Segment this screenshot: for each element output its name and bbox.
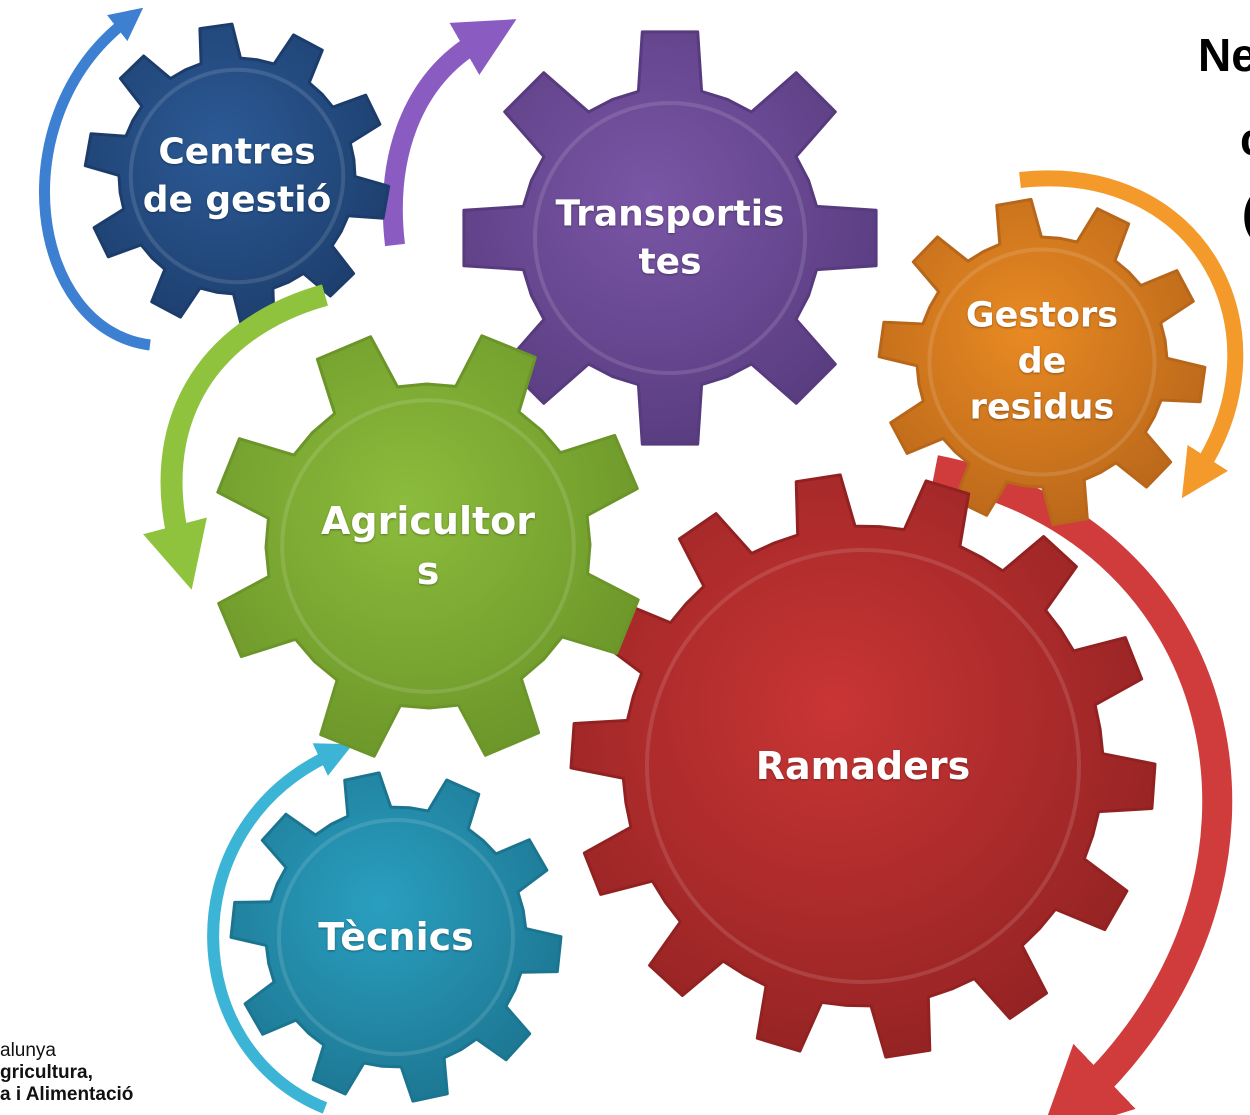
gear-centres-highlight bbox=[128, 67, 346, 285]
cyan-arrow bbox=[207, 743, 353, 1114]
green-arrow bbox=[143, 284, 328, 590]
logo-line-1: alunya bbox=[0, 1040, 56, 1061]
gear-transport bbox=[462, 30, 878, 446]
purple-arrow bbox=[382, 19, 517, 247]
gear-agric bbox=[216, 334, 640, 758]
logo-line-2: gricultura, bbox=[0, 1062, 93, 1083]
gear-agric-highlight bbox=[280, 398, 576, 694]
gear-gestors-highlight bbox=[927, 247, 1157, 477]
logo-text: alunya gricultura, a i Alimentació bbox=[0, 1040, 133, 1106]
gear-tecnics-highlight bbox=[277, 818, 515, 1056]
gear-ramaders bbox=[569, 473, 1157, 1059]
gear-ramaders-highlight bbox=[645, 548, 1081, 984]
blue-arrow bbox=[39, 7, 151, 351]
cut-heading-fragment-1: Ne bbox=[1198, 29, 1250, 81]
gear-label-centres-de-gestio: Centres de gestió bbox=[142, 131, 332, 220]
gear-label-gestors-de-residus: Gestors de residus bbox=[965, 295, 1119, 429]
orange-arrow bbox=[1019, 170, 1244, 499]
gear-gestors bbox=[877, 197, 1207, 527]
gear-label-transportistes: Transportis tes bbox=[555, 193, 785, 282]
gear-label-agricultors: Agricultor s bbox=[321, 498, 535, 593]
gear-label-tecnics: Tècnics bbox=[318, 914, 474, 959]
cut-heading-fragment-3: ( bbox=[1242, 186, 1250, 240]
gear-transport-highlight bbox=[533, 101, 807, 375]
gear-tecnics bbox=[229, 771, 563, 1103]
gear-label-ramaders: Ramaders bbox=[755, 743, 971, 788]
cut-heading-fragment-2: c bbox=[1240, 112, 1250, 166]
logo-line-3: a i Alimentació bbox=[0, 1084, 134, 1105]
